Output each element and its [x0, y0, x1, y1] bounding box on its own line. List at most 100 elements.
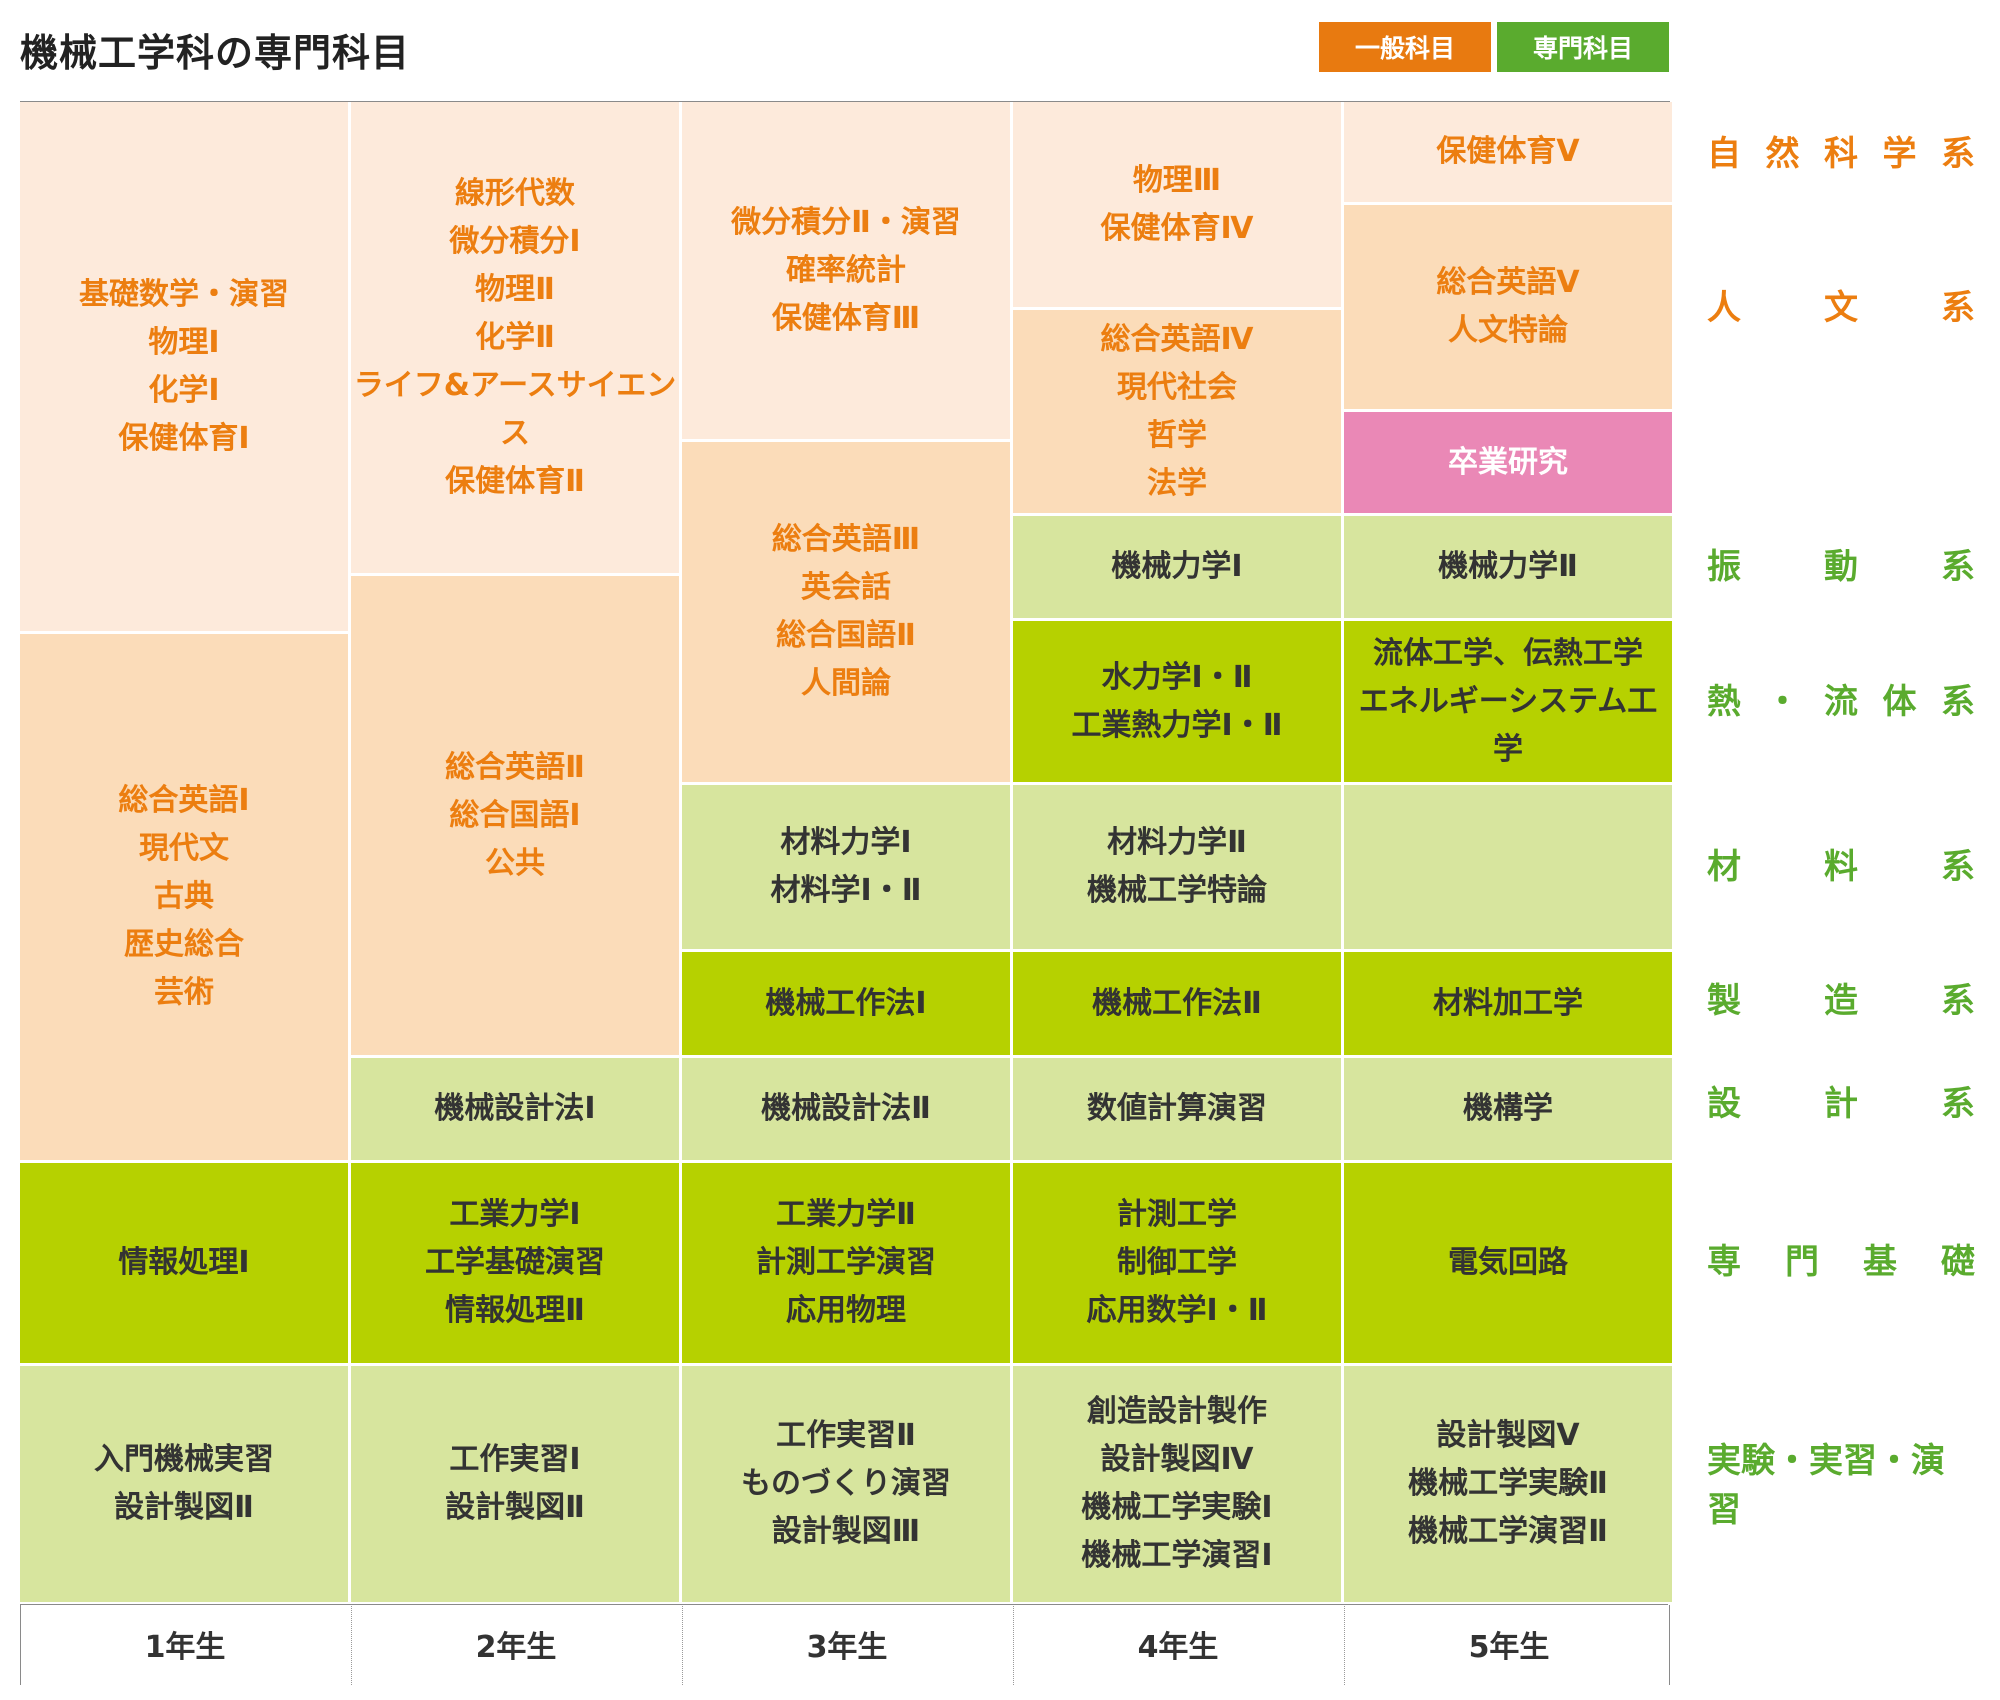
subject-name: 工業熱力学Ⅰ・Ⅱ: [1071, 707, 1283, 743]
subject-cell: 基礎数学・演習物理Ⅰ 化学Ⅰ 保健体育Ⅰ: [20, 102, 351, 634]
subject-name: 線形代数: [455, 175, 575, 211]
subject-name: 応用数学Ⅰ・Ⅱ: [1086, 1293, 1268, 1328]
subject-cell: 材料力学Ⅱ 機械工学特論: [1013, 785, 1344, 952]
subject-name: 機械力学Ⅰ: [1111, 549, 1243, 584]
year-label: 2年生: [475, 1630, 557, 1665]
subject-name: 総合国語Ⅰ: [449, 797, 581, 833]
category-label: 自然科学系: [1707, 133, 1975, 174]
subject-name: 設計製図Ⅱ: [114, 1490, 254, 1525]
subject-name: 工業力学Ⅰ: [449, 1197, 581, 1232]
subject-cell: 保健体育Ⅴ: [1344, 102, 1675, 205]
subject-name: 設計製図Ⅳ: [1100, 1442, 1254, 1477]
subject-cell: 機械工作法Ⅱ: [1013, 952, 1344, 1058]
category-label: 専門基礎: [1707, 1241, 1975, 1282]
subject-name: 機械工学演習Ⅰ: [1081, 1538, 1273, 1573]
subject-name: 機械設計法Ⅱ: [761, 1091, 931, 1126]
subject-name: 公共: [485, 845, 545, 881]
legend-specialized-subjects: 専門科目: [1497, 22, 1669, 72]
subject-cell: 機械力学Ⅱ: [1344, 516, 1675, 621]
subject-cell: 情報処理Ⅰ: [20, 1163, 351, 1366]
subject-name: 流体工学、伝熱工学: [1373, 635, 1643, 671]
subject-name: 電気回路: [1448, 1245, 1568, 1280]
subject-cell: 工作実習Ⅰ 設計製図Ⅱ: [351, 1366, 682, 1605]
subject-name: 制御工学: [1117, 1245, 1237, 1280]
subject-name: 哲学: [1147, 417, 1207, 453]
subject-name: 機械工学演習Ⅱ: [1408, 1514, 1608, 1549]
subject-name: 総合英語Ⅲ: [771, 522, 921, 557]
subject-name: エネルギーシステム工学: [1358, 683, 1658, 767]
subject-cell: 材料加工学: [1344, 952, 1675, 1058]
subject-name: 機械工学実験Ⅱ: [1408, 1466, 1608, 1501]
subject-name: 設計製図Ⅴ: [1436, 1418, 1580, 1453]
year-label: 3年生: [806, 1630, 888, 1665]
subject-cell: 設計製図Ⅴ 機械工学実験Ⅱ 機械工学演習Ⅱ: [1344, 1366, 1675, 1605]
subject-name: 機械設計法Ⅰ: [434, 1091, 596, 1126]
subject-name: 総合英語Ⅴ: [1436, 265, 1580, 300]
subject-name: 計測工学演習: [756, 1245, 936, 1280]
subject-name: 保健体育Ⅱ: [445, 463, 585, 499]
subject-name: 設計製図Ⅲ: [771, 1514, 921, 1549]
subject-name: 総合英語Ⅱ: [445, 749, 585, 785]
category-label: 振動系: [1707, 546, 1975, 587]
subject-name: 保健体育Ⅳ: [1100, 210, 1254, 246]
subject-cell: 総合英語Ⅱ 総合国語Ⅰ 公共: [351, 576, 682, 1058]
subject-name: 化学Ⅰ: [148, 372, 220, 408]
year-label: 1年生: [144, 1630, 226, 1665]
subject-name: 物理Ⅲ: [1132, 162, 1222, 198]
legend-general-subjects: 一般科目: [1319, 22, 1491, 72]
subject-name: 卒業研究: [1448, 444, 1568, 480]
subject-cell: 数値計算演習: [1013, 1058, 1344, 1163]
subject-name: 保健体育Ⅰ: [118, 420, 250, 456]
subject-name: 入門機械実習: [94, 1442, 274, 1477]
subject-name: 応用物理: [786, 1293, 906, 1328]
subject-cell: 機械力学Ⅰ: [1013, 516, 1344, 621]
subject-name: 工学基礎演習: [425, 1245, 605, 1280]
subject-cell: 物理Ⅲ 保健体育Ⅳ: [1013, 102, 1344, 310]
subject-name: 総合英語Ⅳ: [1100, 321, 1254, 357]
subject-name: 数値計算演習: [1087, 1091, 1267, 1126]
subject-name: 機械工学特論: [1087, 873, 1267, 908]
category-label: 実験・実習・演習: [1707, 1441, 1945, 1530]
subject-name: 基礎数学・演習: [79, 276, 289, 312]
subject-name: 計測工学: [1117, 1197, 1237, 1232]
subject-name: 芸術: [154, 975, 214, 1010]
subject-name: 工作実習Ⅰ: [449, 1442, 581, 1477]
subject-name: 材料力学Ⅰ: [780, 825, 912, 860]
subject-cell: 流体工学、伝熱工学エネルギーシステム工学: [1344, 621, 1675, 785]
subject-name: 法学: [1147, 465, 1207, 501]
subject-name: 総合国語Ⅱ: [776, 618, 916, 653]
category-label: 材料系: [1707, 846, 1975, 887]
subject-cell: 機構学: [1344, 1058, 1675, 1163]
subject-name: 設計製図Ⅱ: [445, 1490, 585, 1525]
subject-name: 機械力学Ⅱ: [1438, 549, 1578, 584]
subject-cell: 機械設計法Ⅱ: [682, 1058, 1013, 1163]
subject-cell: 工業力学Ⅰ 工学基礎演習情報処理Ⅱ: [351, 1163, 682, 1366]
subject-cell: 入門機械実習設計製図Ⅱ: [20, 1366, 351, 1605]
subject-name: 材料力学Ⅱ: [1107, 825, 1247, 860]
subject-name: 工業力学Ⅱ: [776, 1197, 916, 1232]
subject-cell: [1344, 785, 1675, 952]
subject-name: 確率統計: [786, 252, 906, 288]
subject-name: ものづくり演習: [741, 1466, 951, 1501]
subject-name: 現代社会: [1117, 369, 1237, 405]
subject-name: 総合英語Ⅰ: [118, 783, 250, 818]
subject-cell: 機械工作法Ⅰ: [682, 952, 1013, 1058]
subject-cell: 計測工学制御工学応用数学Ⅰ・Ⅱ: [1013, 1163, 1344, 1366]
subject-name: 物理Ⅱ: [475, 271, 555, 307]
subject-name: 保健体育Ⅴ: [1436, 134, 1580, 169]
subject-name: 創造設計製作: [1087, 1394, 1267, 1429]
category-label: 製造系: [1707, 980, 1975, 1021]
subject-name: 保健体育Ⅲ: [771, 300, 921, 336]
subject-name: 情報処理Ⅱ: [445, 1293, 585, 1328]
subject-cell: 工業力学Ⅱ 計測工学演習応用物理: [682, 1163, 1013, 1366]
subject-name: 機械工作法Ⅰ: [765, 985, 927, 1021]
subject-cell: 卒業研究: [1344, 412, 1675, 516]
subject-name: 物理Ⅰ: [148, 324, 220, 360]
subject-name: 水力学Ⅰ・Ⅱ: [1101, 659, 1253, 695]
